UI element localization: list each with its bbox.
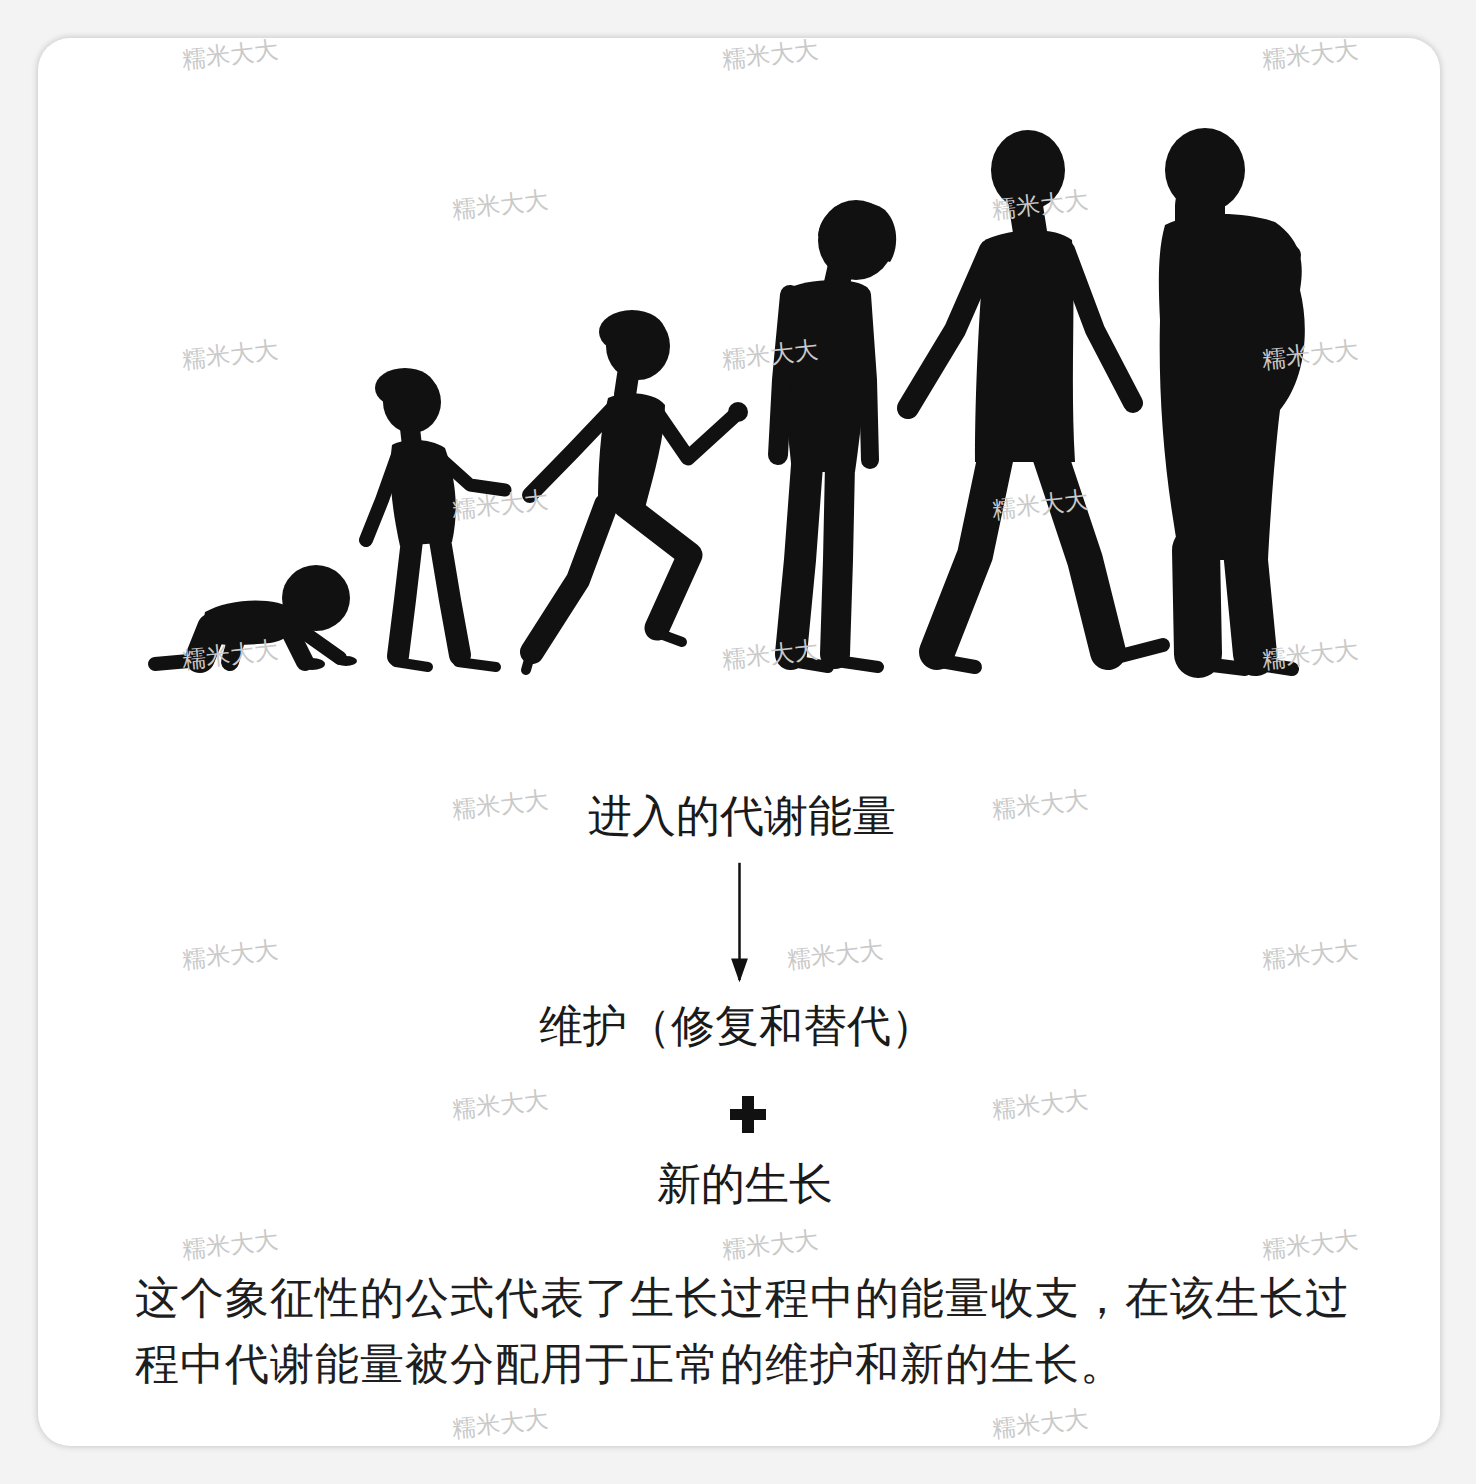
child-silhouette — [530, 410, 612, 495]
teen-silhouette — [830, 660, 878, 667]
step-text: 新的生长 — [657, 1158, 833, 1211]
adult-silhouette — [1105, 645, 1163, 660]
toddler-silhouette — [366, 455, 398, 540]
plus-sign — [742, 1096, 754, 1133]
toddler-silhouette — [458, 662, 496, 667]
obese-adult-silhouette — [1251, 240, 1301, 270]
baby-silhouette — [299, 658, 325, 670]
child-silhouette — [625, 375, 628, 395]
toddler-silhouette — [398, 540, 412, 656]
flow-step: 维护（修复和替代） — [531, 996, 943, 1057]
baby-silhouette — [292, 624, 340, 658]
toddler-silhouette — [440, 540, 460, 655]
toddler-silhouette — [396, 662, 428, 667]
teen-silhouette — [862, 295, 870, 460]
step-text: 进入的代谢能量 — [588, 790, 896, 843]
flow-step: 进入的代谢能量 — [580, 786, 904, 847]
teen-silhouette — [835, 465, 840, 654]
plus-sign — [730, 1096, 766, 1133]
obese-adult-silhouette — [1196, 663, 1245, 669]
adult-silhouette — [937, 455, 996, 652]
child-silhouette — [532, 505, 606, 652]
teen-silhouette — [778, 295, 790, 455]
child-silhouette — [526, 656, 530, 670]
adult-silhouette — [1065, 250, 1133, 403]
figure-caption: 这个象征性的公式代表了生长过程中的能量收支，在该生长过程中代谢能量被分配用于正常… — [135, 1265, 1367, 1397]
child-silhouette — [655, 410, 733, 458]
teen-silhouette — [818, 202, 896, 262]
flow-step: 新的生长 — [649, 1154, 841, 1215]
child-silhouette — [526, 310, 748, 670]
child-silhouette — [655, 632, 682, 642]
child-silhouette — [728, 402, 748, 422]
adult-silhouette — [1050, 455, 1108, 652]
step-text: 维护（修复和替代） — [539, 1000, 935, 1053]
obese-adult-silhouette — [1196, 550, 1198, 654]
obese-adult-silhouette — [1159, 128, 1305, 669]
teen-silhouette — [791, 465, 807, 654]
toddler-silhouette — [375, 368, 435, 408]
adult-silhouette — [908, 250, 990, 408]
toddler-silhouette — [440, 458, 505, 490]
adult-silhouette — [908, 130, 1163, 667]
baby-silhouette — [335, 656, 357, 666]
teen-silhouette — [778, 200, 896, 667]
obese-adult-silhouette — [1159, 214, 1305, 560]
obese-adult-silhouette — [1245, 550, 1255, 654]
adult-silhouette — [930, 659, 975, 667]
child-silhouette — [625, 505, 690, 628]
flow-arrow — [738, 863, 741, 980]
child-silhouette — [599, 310, 665, 354]
